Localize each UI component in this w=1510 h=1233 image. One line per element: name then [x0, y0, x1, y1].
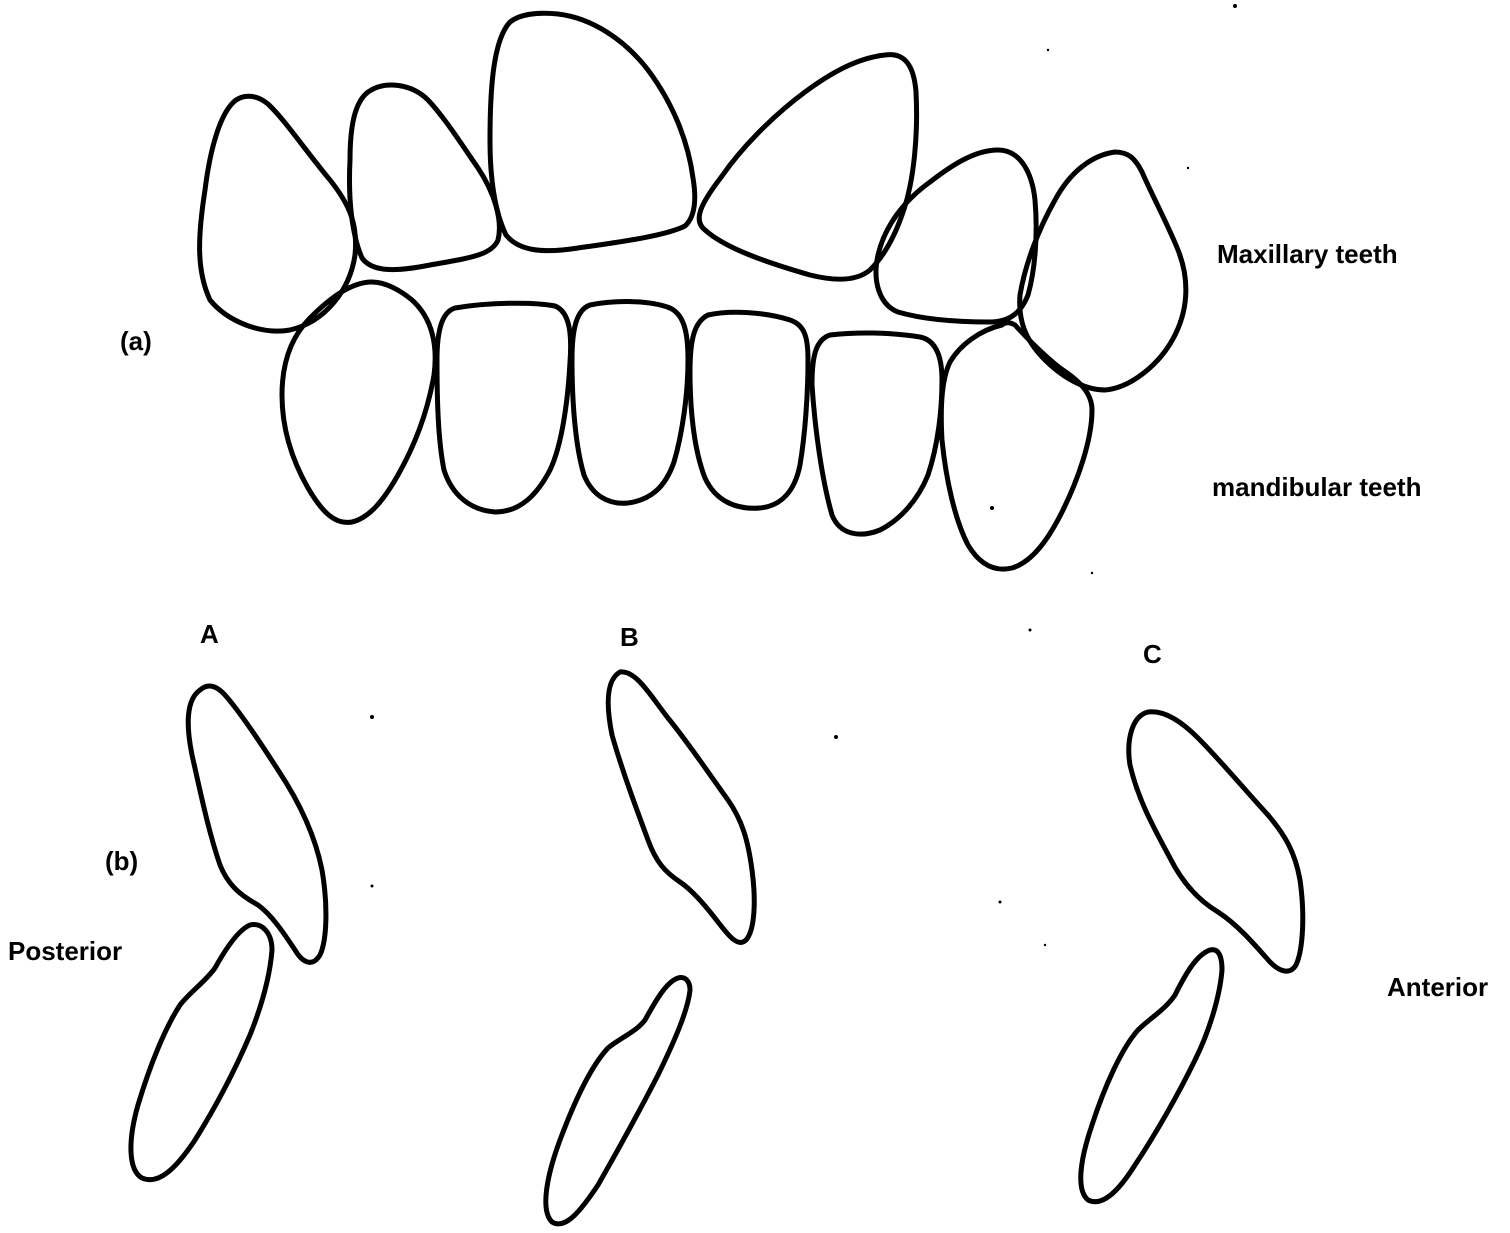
speck	[999, 901, 1002, 904]
panel-label-c: C	[1143, 639, 1162, 669]
mandibular-tooth	[282, 282, 435, 522]
speck	[1091, 572, 1093, 574]
speck	[990, 506, 994, 510]
speck	[834, 735, 838, 739]
mandibular-tooth	[437, 303, 571, 512]
mandibular-teeth-label: mandibular teeth	[1212, 472, 1421, 502]
lower-incisor-profile	[131, 925, 272, 1180]
speck	[1233, 4, 1237, 8]
panel-label-a: A	[200, 619, 219, 649]
panel-c-teeth	[1081, 712, 1303, 1202]
speck	[370, 715, 374, 719]
speck	[1187, 167, 1189, 169]
mandibular-tooth	[690, 312, 808, 508]
speck	[1047, 49, 1049, 51]
anterior-label: Anterior	[1387, 972, 1488, 1002]
sagittal-view: A B C (b) Posterior Anterior	[8, 619, 1488, 1224]
panel-label-b: B	[620, 622, 639, 652]
upper-incisor-profile	[188, 686, 326, 962]
speck	[1029, 629, 1032, 632]
speck	[371, 885, 374, 888]
posterior-label: Posterior	[8, 936, 122, 966]
maxillary-teeth-label: Maxillary teeth	[1217, 239, 1398, 269]
upper-incisor-profile	[608, 672, 754, 943]
mandibular-tooth	[572, 302, 688, 504]
scan-specks	[370, 4, 1237, 946]
panel-b-teeth	[546, 672, 754, 1224]
panel-a-teeth	[131, 686, 326, 1180]
maxillary-tooth	[490, 13, 695, 250]
upper-incisor-profile	[1129, 712, 1303, 971]
maxillary-tooth	[699, 55, 916, 280]
frontal-view: (a) Maxillary teeth mandibular teeth	[120, 13, 1421, 569]
part-a-label: (a)	[120, 326, 152, 356]
mandibular-tooth	[941, 323, 1092, 569]
maxillary-tooth	[876, 150, 1036, 322]
speck	[1044, 944, 1046, 946]
part-b-label: (b)	[105, 846, 138, 876]
maxillary-tooth	[350, 85, 500, 270]
mandibular-arch	[282, 282, 1092, 569]
lower-incisor-profile	[546, 978, 690, 1224]
mandibular-tooth	[812, 333, 942, 534]
lower-incisor-profile	[1081, 950, 1222, 1202]
